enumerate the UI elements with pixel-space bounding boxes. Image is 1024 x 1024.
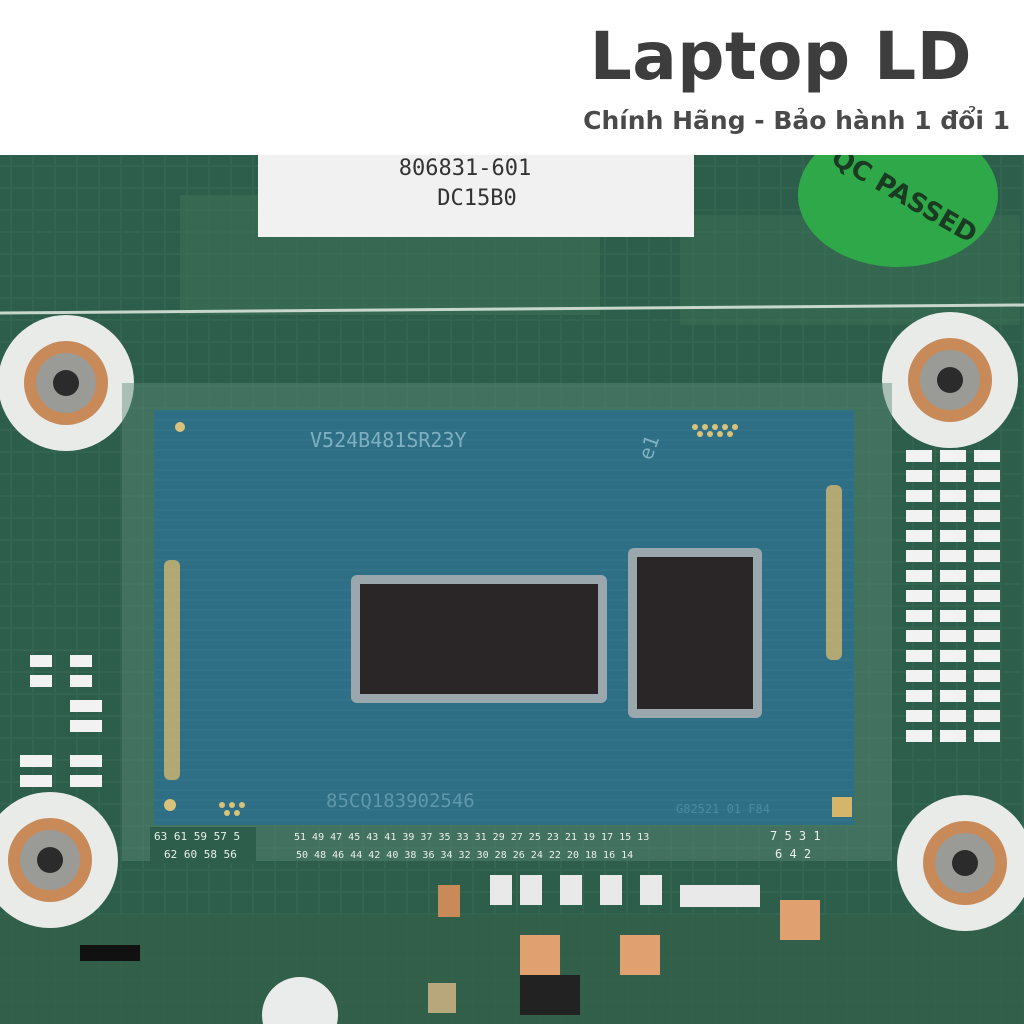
smd-components-right [906,450,1000,742]
brand-title: Laptop LD [589,18,972,95]
screw-mount-bottom-right [897,795,1024,931]
header-banner: Laptop LD Chính Hãng - Bảo hành 1 đổi 1 [0,0,1024,155]
pin-row-top-right: 7 5 3 1 [770,829,821,843]
cpu-marking-corner: G82521 01 F84 [676,802,770,816]
pin-row-top-left: 63 61 59 57 5 [154,830,240,843]
sticker-line2: DC15B0 [437,186,516,211]
pin-row-bottom-right: 6 4 2 [775,847,811,861]
pin-row-bottom-left: 62 60 58 56 [164,848,237,861]
pin-row-top-mid: 51 49 47 45 43 41 39 37 35 33 31 29 27 2… [294,832,649,843]
cpu-die-secondary [628,548,762,718]
smd-components-bottom [80,875,820,1024]
cpu-marking-bottom: 85CQ183902546 [326,790,475,812]
brand-subtitle: Chính Hãng - Bảo hành 1 đổi 1 [583,106,1010,135]
cpu-marking-top: V524B481SR23Y [310,428,467,452]
qc-passed-sticker: QC PASSED [798,155,998,267]
sticker-line1: 806831-601 [399,156,531,181]
motherboard-photo: 806831-601 DC15B0 QC PASSED [0,155,1024,1024]
smd-components-left [20,655,102,787]
screw-mount-top-right [882,312,1018,448]
pin-label-rows: 63 61 59 57 5 62 60 58 56 51 49 47 45 43… [150,827,821,863]
screw-mount-top-left [0,315,134,451]
screw-mount-bottom-left [0,792,118,928]
serial-sticker: 806831-601 DC15B0 [258,155,694,237]
pin-row-bottom-mid: 50 48 46 44 42 40 38 36 34 32 30 28 26 2… [296,850,633,861]
cpu-die-main [351,575,607,703]
